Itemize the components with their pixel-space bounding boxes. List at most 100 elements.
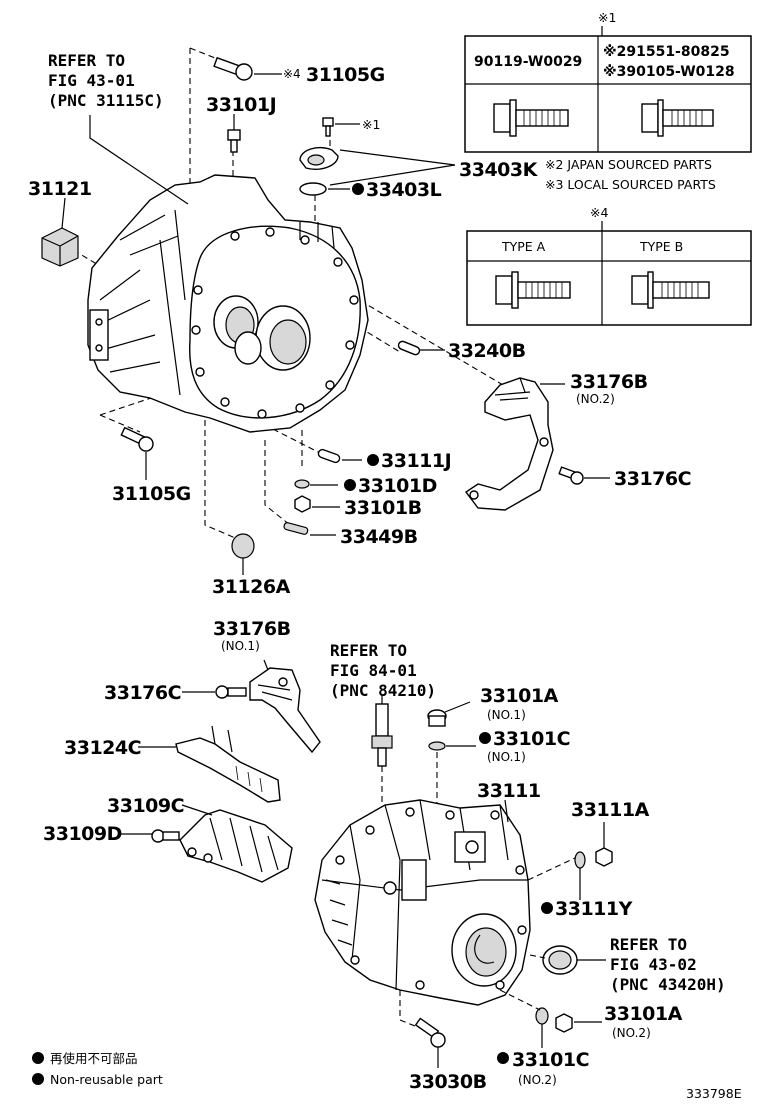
label-33403l: 33403L [366,179,442,201]
plug-33101b [294,495,311,513]
type-b-bolt-icon [631,271,710,309]
legend-en: Non-reusable part [50,1072,163,1087]
table2-type-a: TYPE A [501,239,546,254]
label-33176c-left: 33176C [104,682,181,704]
flange-bolt-icon [641,99,714,137]
label-33109c: 33109C [107,795,184,817]
gasket-33101c-no2 [535,1007,549,1025]
plug-33101a-no2 [555,1013,573,1033]
bracket-33176b-no2 [464,377,554,511]
table2-frame [466,230,752,326]
label-33111y: 33111Y [555,898,633,920]
plug-33111a [595,847,613,867]
legend-dot-icon-en [32,1073,44,1085]
bolt-33109d [151,829,180,843]
bushing-31126a [231,533,255,559]
label-33101j: 33101J [206,94,276,116]
pin-33240b [397,340,421,356]
label-33109d: 33109D [43,823,122,845]
label-mark1-bolt: ※1 [362,117,380,132]
bolt-with-washer-icon [493,99,569,137]
label-33101d: 33101D [358,475,437,497]
label-31105g-bottom: 31105G [112,483,191,505]
bolt-mark1 [322,117,334,137]
table1-col2-line1: ※291551-80825 [603,44,730,60]
label-33449b: 33449B [340,526,418,548]
label-33111a: 33111A [571,799,650,821]
type-a-bolt-icon [495,271,571,309]
label-33176b-no2: 33176B [570,371,648,393]
pin-33111j [317,448,341,464]
label-33101a-no1: 33101A [480,685,559,707]
bracket-33403k [299,146,339,170]
non-reusable-dot-33111y [541,902,553,914]
oil-seal [542,945,578,975]
gasket-33101c-no1 [428,741,446,751]
non-reusable-dot-33111j [367,454,379,466]
leader-refer-4301 [89,115,189,205]
refer-4301-line3: (PNC 31115C) [48,91,164,110]
plate-33124c [175,725,281,803]
note-local-sourced: ※3 LOCAL SOURCED PARTS [545,177,716,192]
label-33101c-no2-sub: (NO.2) [518,1073,557,1087]
label-33101a-no2-sub: (NO.2) [612,1026,651,1040]
label-33101a-no2: 33101A [604,1003,683,1025]
speed-sensor [371,703,393,767]
dash-33240b [264,269,401,353]
gasket-33111y [574,851,586,869]
label-33101b: 33101B [344,497,422,519]
figure-code: 333798E [686,1086,742,1101]
table1-col1: 90119-W0029 [474,54,582,70]
label-33176c-right: 33176C [614,468,691,490]
label-33403k: 33403K [459,159,539,181]
label-33101c-no1: 33101C [493,728,570,750]
label-33101c-no2: 33101C [512,1049,589,1071]
refer-4302-line3: (PNC 43420H) [610,975,726,994]
bracket-33176b-no1 [249,667,321,754]
dash-33449b [264,440,291,526]
bolt-33176c-right [558,466,584,485]
table1-mark: ※1 [598,10,616,25]
gasket-33449b [283,522,309,535]
table2-mark: ※4 [590,205,608,220]
table1-frame [464,35,752,153]
label-33030b: 33030B [409,1071,487,1093]
label-33124c: 33124C [64,737,141,759]
label-33176b-no1-sub: (NO.1) [221,639,260,653]
refer-8401-line1: REFER TO [330,641,407,660]
refer-8401-line3: (PNC 84210) [330,681,436,700]
legend-jp: 再使用不可部品 [50,1051,138,1066]
label-31121: 31121 [28,178,92,200]
note-japan-sourced: ※2 JAPAN SOURCED PARTS [545,157,712,172]
legend-dot-icon-jp [32,1052,44,1064]
label-33101c-no1-sub: (NO.1) [487,750,526,764]
oring-33403l [299,182,327,196]
non-reusable-dot-33101c-no1 [479,732,491,744]
transaxle-housing [87,174,369,433]
label-31105g-top: 31105G [306,64,385,86]
mount-bushing-31121 [41,227,79,267]
non-reusable-dot-33101d [344,479,356,491]
bolt-33030b [414,1017,446,1048]
bolt-31105g-top [213,56,253,81]
label-33240b: 33240B [448,340,526,362]
table2-type-b: TYPE B [639,239,683,254]
cover-33109c [179,809,293,883]
label-33111j: 33111J [381,450,451,472]
refer-4301-line2: FIG 43-01 [48,71,135,90]
refer-4302-line2: FIG 43-02 [610,955,697,974]
transaxle-case [314,799,531,1006]
refer-4301-line1: REFER TO [48,51,125,70]
plug-33101a-no1 [427,709,447,727]
label-31105g-top-mark: ※4 [283,67,301,81]
refer-8401-line2: FIG 84-01 [330,661,417,680]
refer-4302-line1: REFER TO [610,935,687,954]
label-31126a: 31126A [212,576,291,598]
bolt-31105g-bottom [120,426,154,452]
table1-col2-line2: ※390105-W0128 [603,64,735,80]
label-33101a-no1-sub: (NO.1) [487,708,526,722]
label-33176b-no2-sub: (NO.2) [576,392,615,406]
bolt-33176c-left [215,685,247,699]
